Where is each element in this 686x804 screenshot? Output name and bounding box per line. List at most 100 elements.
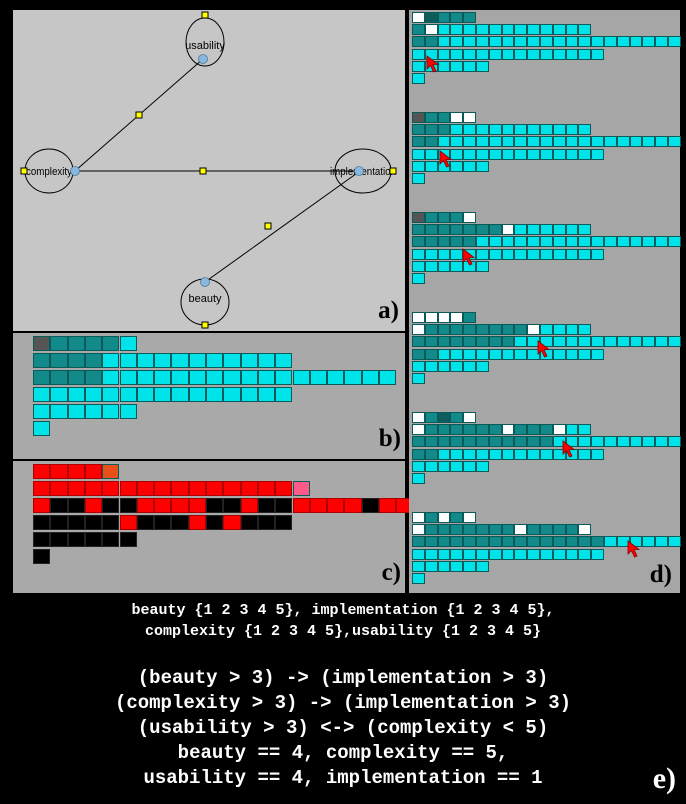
bar-b-cell[interactable] xyxy=(188,387,206,402)
bar-c-cell[interactable] xyxy=(33,515,51,530)
bar-d-cell[interactable] xyxy=(437,324,451,336)
bar-b-cell[interactable] xyxy=(240,387,258,402)
bar-b-cell[interactable] xyxy=(240,370,258,385)
bar-d-cell[interactable] xyxy=(424,360,438,372)
bar-d-cell[interactable] xyxy=(412,136,425,148)
bar-b-cell[interactable] xyxy=(223,387,241,402)
bar-d-cell[interactable] xyxy=(540,36,553,48)
bar-d-cell[interactable] xyxy=(591,548,604,560)
bar-d-cell[interactable] xyxy=(488,236,502,248)
bar-d-cell[interactable] xyxy=(463,60,476,72)
bar-d-cell[interactable] xyxy=(437,124,451,136)
bar-d-cell[interactable] xyxy=(412,336,425,348)
bar-d-cell[interactable] xyxy=(412,560,425,572)
bar-d-cell[interactable] xyxy=(540,524,553,536)
bar-d-cell[interactable] xyxy=(488,148,502,160)
bar-d-cell[interactable] xyxy=(412,312,425,323)
bar-d-cell[interactable] xyxy=(424,412,438,423)
bar-d-cell[interactable] xyxy=(527,524,540,536)
bar-c-cell[interactable] xyxy=(361,498,379,513)
bar-d-cell[interactable] xyxy=(450,36,464,48)
bar-b-cell[interactable] xyxy=(33,387,51,402)
bar-c-cell[interactable] xyxy=(119,481,137,496)
bar-c-cell[interactable] xyxy=(327,498,345,513)
bar-d-cell[interactable] xyxy=(540,324,553,336)
bar-c-cell[interactable] xyxy=(33,549,51,564)
bar-d-cell[interactable] xyxy=(488,524,502,536)
bar-d-cell[interactable] xyxy=(578,448,592,460)
bar-b-cell[interactable] xyxy=(154,387,172,402)
bar-d-cell[interactable] xyxy=(437,436,451,448)
bar-d-cell[interactable] xyxy=(424,548,438,560)
bar-d-cell[interactable] xyxy=(527,136,540,148)
bar-d-cell[interactable] xyxy=(437,424,451,436)
bar-c-cell[interactable] xyxy=(50,481,68,496)
bar-d-cell[interactable] xyxy=(668,536,681,548)
bar-d-cell[interactable] xyxy=(565,148,579,160)
bar-d-cell[interactable] xyxy=(514,448,528,460)
bar-d-cell[interactable] xyxy=(437,136,451,148)
bar-d-cell[interactable] xyxy=(476,248,489,260)
bar-d-cell[interactable] xyxy=(437,260,451,272)
bar-d-cell[interactable] xyxy=(437,48,451,60)
bar-d-cell[interactable] xyxy=(463,512,476,523)
bar-d-cell[interactable] xyxy=(552,224,566,236)
bar-c-cell[interactable] xyxy=(206,481,224,496)
bar-c-cell[interactable] xyxy=(154,481,172,496)
bar-d-cell[interactable] xyxy=(412,124,425,136)
bar-d-cell[interactable] xyxy=(552,536,566,548)
bar-d-cell[interactable] xyxy=(578,36,592,48)
bar-c-cell[interactable] xyxy=(257,481,276,496)
bar-c-cell[interactable] xyxy=(84,532,103,547)
bar-d-cell[interactable] xyxy=(501,524,515,536)
bar-d-cell[interactable] xyxy=(463,224,476,236)
bar-d-cell[interactable] xyxy=(412,348,425,360)
bar-d-cell[interactable] xyxy=(437,548,451,560)
bar-d-cell[interactable] xyxy=(424,36,438,48)
bar-d-cell[interactable] xyxy=(437,536,451,548)
bar-c-cell[interactable] xyxy=(119,532,137,547)
bar-c-cell[interactable] xyxy=(240,515,258,530)
bar-d-cell[interactable] xyxy=(552,248,566,260)
bar-d-cell[interactable] xyxy=(437,460,451,472)
bar-b-cell[interactable] xyxy=(102,387,120,402)
bar-d-cell[interactable] xyxy=(450,224,464,236)
bar-d-cell[interactable] xyxy=(463,324,476,336)
bar-d-cell[interactable] xyxy=(668,336,681,348)
bar-b-cell[interactable] xyxy=(188,370,206,385)
bar-d-cell[interactable] xyxy=(437,312,451,323)
bar-d-cell[interactable] xyxy=(450,460,464,472)
bar-d-cell[interactable] xyxy=(476,424,489,436)
bar-c-cell[interactable] xyxy=(154,515,172,530)
bar-d-cell[interactable] xyxy=(616,336,630,348)
bar-d-cell[interactable] xyxy=(450,212,464,223)
bar-d-cell[interactable] xyxy=(412,212,425,223)
bar-d-cell[interactable] xyxy=(527,348,540,360)
bar-d-cell[interactable] xyxy=(463,460,476,472)
bar-d-cell[interactable] xyxy=(527,248,540,260)
bar-b-cell[interactable] xyxy=(67,404,85,419)
bar-b-cell[interactable] xyxy=(50,336,68,351)
bar-d-cell[interactable] xyxy=(463,36,476,48)
bar-c-cell[interactable] xyxy=(136,498,155,513)
bar-d-cell[interactable] xyxy=(501,248,515,260)
bar-d-cell[interactable] xyxy=(604,36,617,48)
bar-d-cell[interactable] xyxy=(412,460,425,472)
bar-d-cell[interactable] xyxy=(642,336,656,348)
bar-d-cell[interactable] xyxy=(591,36,604,48)
bar-d-cell[interactable] xyxy=(476,24,489,36)
bar-d-cell[interactable] xyxy=(488,448,502,460)
port-dot-usability[interactable] xyxy=(198,54,208,64)
bar-d-cell[interactable] xyxy=(463,136,476,148)
bar-d-cell[interactable] xyxy=(424,436,438,448)
bar-d-cell[interactable] xyxy=(565,224,579,236)
bar-b-cell[interactable] xyxy=(119,387,137,402)
bar-b-cell[interactable] xyxy=(344,370,362,385)
bar-d-cell[interactable] xyxy=(501,548,515,560)
bar-d-cell[interactable] xyxy=(514,324,528,336)
bar-c-cell[interactable] xyxy=(188,515,206,530)
bar-c-cell[interactable] xyxy=(67,498,85,513)
bar-c-cell[interactable] xyxy=(206,498,224,513)
bar-d-cell[interactable] xyxy=(565,48,579,60)
bar-c-cell[interactable] xyxy=(102,515,120,530)
